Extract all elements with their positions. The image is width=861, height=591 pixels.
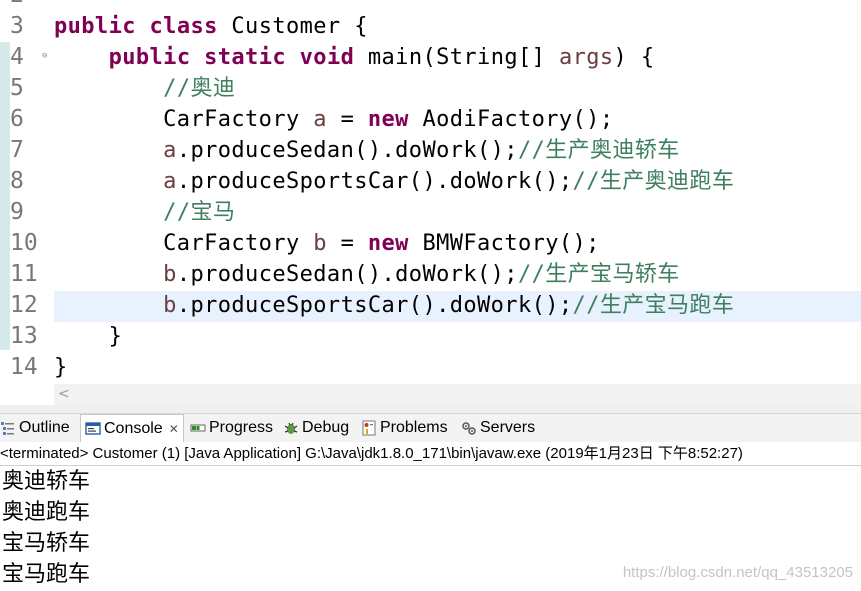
code-text: CarFactory a = new AodiFactory(); <box>54 107 614 132</box>
line-number: 7 <box>10 137 24 163</box>
code-text: a.produceSedan().doWork();//生产奥迪轿车 <box>163 138 680 163</box>
tab-label: Outline <box>19 419 70 436</box>
code-text: CarFactory b = new BMWFactory(); <box>54 231 600 256</box>
code-text: } <box>54 355 68 380</box>
tab-label: Servers <box>480 419 536 436</box>
code-line[interactable]: 11 b.produceSedan().doWork();//生产宝马轿车 <box>0 259 861 290</box>
outline-icon <box>0 420 16 436</box>
scroll-left-arrow-icon[interactable]: < <box>58 386 70 402</box>
code-line[interactable]: 8 a.produceSportsCar().doWork();//生产奥迪跑车 <box>0 166 861 197</box>
line-number: 3 <box>10 13 24 39</box>
tab-outline[interactable]: Outline <box>0 414 78 442</box>
line-number: 5 <box>10 75 24 101</box>
line-number: 10 <box>10 230 38 256</box>
code-line[interactable]: 3 public class Customer { <box>0 11 861 42</box>
code-text: public class Customer { <box>54 14 368 39</box>
views-tab-bar: Outline Console ✕ Progress Debug Problem… <box>0 414 861 442</box>
servers-icon <box>461 420 477 436</box>
console-output-line: 奥迪跑车 <box>2 500 91 525</box>
line-number: 2 <box>10 0 44 11</box>
code-line[interactable]: 14} <box>0 352 861 383</box>
debug-icon <box>283 420 299 436</box>
tab-console[interactable]: Console ✕ <box>80 414 184 442</box>
code-text: public static void main(String[] args) { <box>108 45 655 70</box>
tab-label: Debug <box>302 419 350 436</box>
view-separator <box>0 405 861 414</box>
watermark: https://blog.csdn.net/qq_43513205 <box>622 564 853 581</box>
code-line[interactable]: 10 CarFactory b = new BMWFactory(); <box>0 228 861 259</box>
current-line-highlight <box>54 291 861 322</box>
line-number: 14 <box>10 354 38 380</box>
console-status-line: <terminated> Customer (1) [Java Applicat… <box>0 442 861 466</box>
tab-label: Console <box>104 419 163 437</box>
tab-label: Problems <box>380 419 448 436</box>
console-output-line: 奥迪轿车 <box>2 469 91 494</box>
code-text: //奥迪 <box>163 76 236 101</box>
code-line[interactable]: 4 ⊖ public static void main(String[] args… <box>0 42 861 73</box>
line-number: 11 <box>10 261 38 287</box>
code-editor[interactable]: 2 3 public class Customer { 4 ⊖ public stati… <box>0 0 861 405</box>
horizontal-scrollbar[interactable]: < <box>54 384 861 405</box>
code-line[interactable]: 6 CarFactory a = new AodiFactory(); <box>0 104 861 135</box>
tab-servers[interactable]: Servers <box>461 414 541 442</box>
console-output[interactable]: 奥迪轿车 奥迪跑车 宝马轿车 宝马跑车 <box>0 466 861 591</box>
console-output-line: 宝马轿车 <box>2 531 91 556</box>
code-line[interactable]: 9 //宝马 <box>0 197 861 228</box>
progress-icon <box>190 420 206 436</box>
tab-progress[interactable]: Progress <box>190 414 278 442</box>
code-text: b.produceSedan().doWork();//生产宝马轿车 <box>163 262 680 287</box>
code-line[interactable]: 5 //奥迪 <box>0 73 861 104</box>
line-number: 8 <box>10 168 24 194</box>
console-output-line: 宝马跑车 <box>2 562 91 587</box>
line-number: 4 <box>10 44 24 70</box>
console-icon <box>85 421 101 437</box>
change-ruler <box>0 42 10 350</box>
line-number: 12 <box>10 292 38 318</box>
code-line[interactable]: 7 a.produceSedan().doWork();//生产奥迪轿车 <box>0 135 861 166</box>
line-number: 9 <box>10 199 24 225</box>
code-text: //宝马 <box>163 200 236 225</box>
code-text: a.produceSportsCar().doWork();//生产奥迪跑车 <box>163 169 735 194</box>
code-text: b.produceSportsCar().doWork();//生产宝马跑车 <box>163 293 735 318</box>
close-icon[interactable]: ✕ <box>168 421 179 436</box>
tab-debug[interactable]: Debug <box>283 414 357 442</box>
fold-marker-icon[interactable]: ⊖ <box>42 51 48 61</box>
code-line[interactable]: 13 } <box>0 321 861 352</box>
code-text: } <box>54 324 123 349</box>
tab-label: Progress <box>209 419 274 436</box>
code-line[interactable]: 12 b.produceSportsCar().doWork();//生产宝马跑… <box>0 290 861 321</box>
problems-icon <box>361 420 377 436</box>
tab-problems[interactable]: Problems <box>361 414 457 442</box>
line-number: 13 <box>10 323 38 349</box>
code-line[interactable]: 2 <box>0 0 861 11</box>
line-number: 6 <box>10 106 24 132</box>
